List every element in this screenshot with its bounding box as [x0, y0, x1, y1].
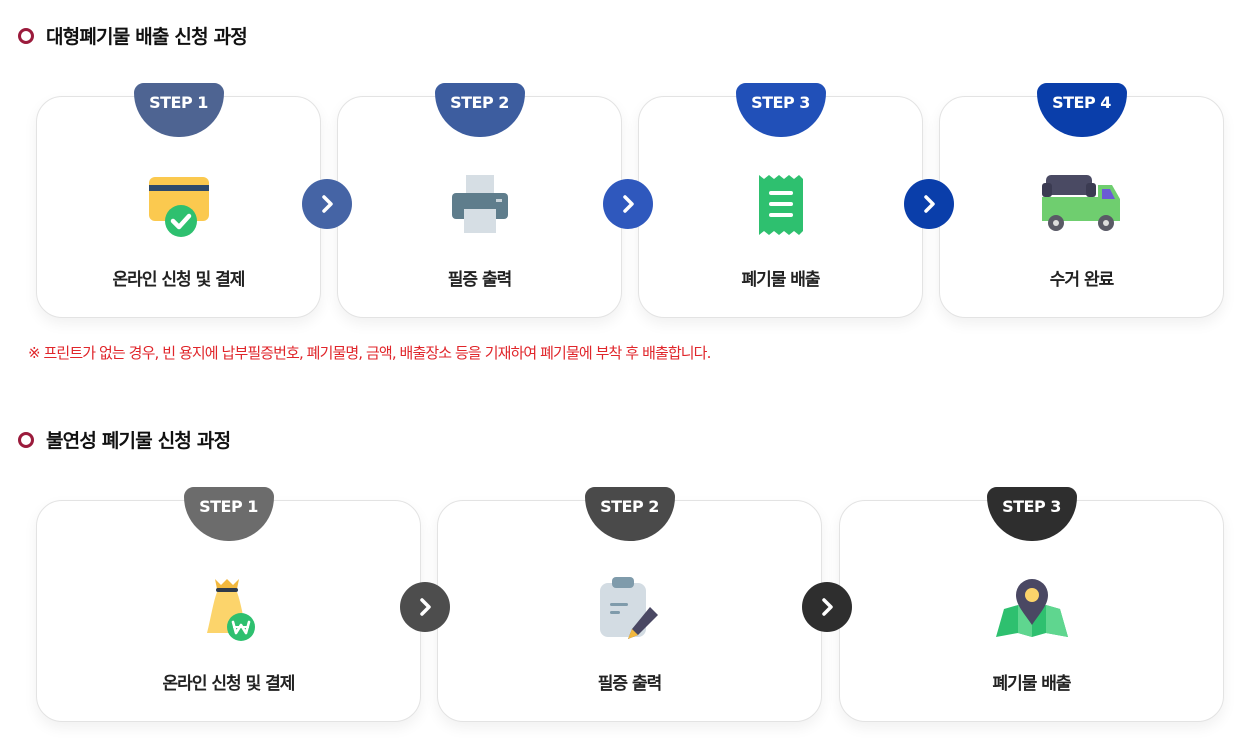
step-badge: STEP 2 — [584, 487, 675, 541]
arrow-right-icon — [904, 179, 954, 229]
step-card-3: STEP 3 폐기물 배출 — [638, 83, 923, 318]
section-title-bulky-waste: 대형폐기물 배출 신청 과정 — [18, 22, 248, 49]
money-bag-icon — [197, 577, 261, 645]
notice-text: ※ 프린트가 없는 경우, 빈 용지에 납부필증번호, 폐기물명, 금액, 배출… — [28, 344, 711, 362]
printer-icon — [448, 173, 512, 241]
arrow-right-icon — [400, 582, 450, 632]
step-badge: STEP 3 — [986, 487, 1077, 541]
step-label: 필증 출력 — [447, 270, 512, 290]
card-check-icon — [147, 173, 211, 241]
step-badge: STEP 4 — [1036, 83, 1127, 137]
section-title-text: 대형폐기물 배출 신청 과정 — [46, 26, 248, 48]
step-badge: STEP 1 — [183, 487, 274, 541]
clipboard-pen-icon — [598, 577, 662, 645]
step-label: 수거 완료 — [1049, 270, 1114, 290]
map-pin-icon — [994, 577, 1070, 645]
step-label: 온라인 신청 및 결제 — [162, 674, 296, 694]
step-label: 폐기물 배출 — [992, 674, 1071, 694]
step-card-1: STEP 1 온라인 신청 및 결제 — [36, 487, 421, 722]
step-label: 필증 출력 — [597, 674, 662, 694]
step-card-4: STEP 4 수거 완료 — [939, 83, 1224, 318]
step-label: 폐기물 배출 — [741, 270, 820, 290]
arrow-right-icon — [302, 179, 352, 229]
truck-icon — [1040, 173, 1124, 241]
arrow-right-icon — [603, 179, 653, 229]
section-title-text: 불연성 폐기물 신청 과정 — [46, 430, 231, 452]
step-badge: STEP 3 — [735, 83, 826, 137]
step-badge: STEP 2 — [434, 83, 525, 137]
step-card-2: STEP 2 필증 출력 — [337, 83, 622, 318]
step-card-2: STEP 2 필증 출력 — [437, 487, 822, 722]
section-title-nonflammable-waste: 불연성 폐기물 신청 과정 — [18, 426, 231, 453]
bullet-icon — [18, 431, 34, 448]
arrow-right-icon — [802, 582, 852, 632]
step-badge: STEP 1 — [133, 83, 224, 137]
receipt-icon — [749, 173, 813, 241]
step-card-3: STEP 3 폐기물 배출 — [839, 487, 1224, 722]
step-label: 온라인 신청 및 결제 — [112, 270, 246, 290]
step-card-1: STEP 1 온라인 신청 및 결제 — [36, 83, 321, 318]
bullet-icon — [18, 27, 34, 44]
